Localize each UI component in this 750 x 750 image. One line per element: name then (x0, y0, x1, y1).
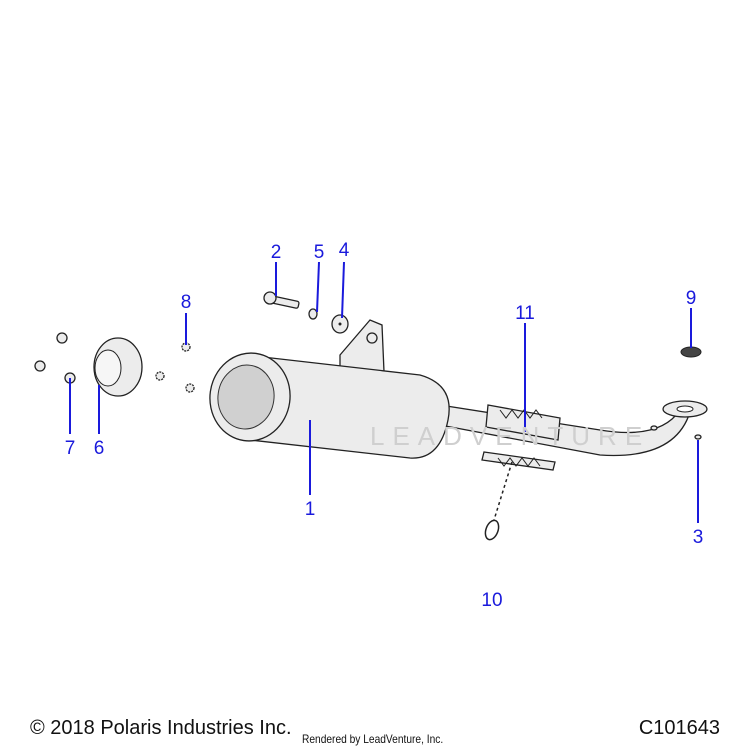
callout-7[interactable]: 7 (65, 438, 76, 459)
bolt[interactable] (263, 291, 300, 309)
callout-5[interactable]: 5 (314, 242, 325, 263)
screw[interactable] (34, 332, 76, 384)
spring-clamp[interactable] (481, 404, 561, 471)
pipe-seal[interactable] (483, 519, 501, 542)
gasket[interactable] (680, 346, 702, 358)
muffler[interactable] (204, 319, 450, 459)
flat-washer[interactable] (331, 314, 349, 334)
callout-8[interactable]: 8 (181, 292, 192, 313)
callout-11[interactable]: 11 (515, 303, 535, 324)
callout-10[interactable]: 10 (481, 590, 502, 611)
rendered-by-text: Rendered by LeadVenture, Inc. (302, 732, 444, 746)
watermark: LEADVENTURE (370, 421, 650, 451)
callout-6[interactable]: 6 (94, 438, 105, 459)
lock-washer[interactable] (308, 308, 318, 320)
muffler-screen (217, 364, 275, 430)
callout-4[interactable]: 4 (339, 240, 350, 261)
callout-2[interactable]: 2 (271, 242, 282, 263)
callout-3[interactable]: 3 (693, 527, 704, 548)
small-nut[interactable] (650, 425, 702, 440)
star-nut[interactable] (155, 342, 195, 393)
diagram-code: C101643 (638, 717, 720, 739)
copyright-text: © 2018 Polaris Industries Inc. (30, 717, 292, 739)
callout-9[interactable]: 9 (686, 288, 697, 309)
callout-1[interactable]: 1 (305, 499, 316, 520)
spark-arrestor[interactable] (93, 337, 143, 397)
